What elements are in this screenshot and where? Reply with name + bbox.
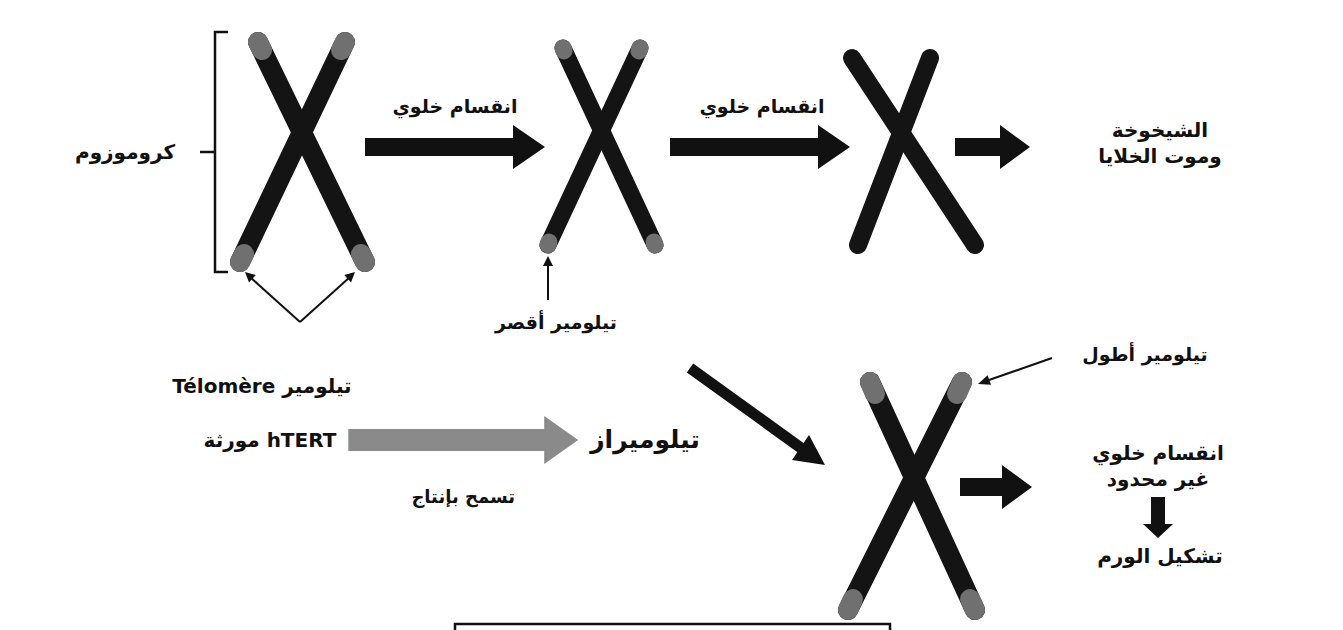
label-box: تيلومير أطول (1082, 342, 1207, 367)
arrow-head (344, 272, 355, 282)
telomere (240, 254, 244, 262)
chromosome (548, 48, 655, 245)
arrow-head (543, 256, 553, 266)
block-arrow (960, 465, 1032, 509)
telomere (361, 254, 365, 262)
telomere (341, 42, 345, 50)
telomere (848, 599, 853, 610)
label-box: كروموزوم (75, 139, 175, 165)
arrow-head (792, 435, 825, 465)
label-box: انقسام خلوي (699, 94, 824, 119)
chromatid (563, 48, 655, 245)
block-arrow (670, 125, 850, 169)
arrow-head (245, 272, 256, 282)
leader-line (547, 264, 549, 300)
label-box: Télomère تيلومير (172, 373, 351, 399)
telomere (870, 382, 875, 394)
diagonal-arrow (690, 368, 801, 448)
bracket (200, 32, 228, 272)
label-box: تيلومير أقصر (495, 310, 617, 335)
text-node: الشيخوخة وموت الخلايا (1085, 117, 1235, 169)
block-arrow (955, 125, 1030, 169)
telomere (639, 48, 640, 51)
text-node: انقسام خلوي غير محدود (1083, 440, 1233, 492)
part-label: Télomère تيلومير (172, 373, 351, 399)
block-arrow (348, 416, 578, 464)
telomere (654, 242, 655, 245)
leader-line (300, 277, 350, 322)
block-arrow (365, 125, 545, 169)
edge-label-box: تسمح بإنتاج (408, 485, 518, 508)
part-label: تيلومير أقصر (495, 310, 617, 335)
outcome-text: تشكيل الورم (1097, 543, 1223, 569)
leader-line (250, 277, 300, 322)
process-label: انقسام خلوي (392, 94, 517, 119)
part-label: كروموزوم (75, 139, 175, 165)
telomere (548, 242, 549, 245)
chromatid (870, 382, 975, 610)
chromatid (848, 382, 962, 610)
gene-text: مورثة hTERT (204, 427, 337, 453)
caption-frame (455, 624, 890, 630)
process-label: انقسام خلوي (699, 94, 824, 119)
outcome-text: انقسام خلوي غير محدود (1083, 440, 1233, 492)
arrow-head (978, 375, 991, 384)
block-arrow (1143, 497, 1173, 538)
chromosome (240, 42, 365, 262)
chromatid (548, 48, 640, 245)
text-node: تشكيل الورم (1097, 543, 1223, 569)
part-label: تيلومير أطول (1082, 342, 1207, 367)
telomere (258, 42, 262, 50)
telomere (563, 48, 564, 51)
outcome-text: الشيخوخة وموت الخلايا (1085, 117, 1235, 169)
chromatid (858, 58, 930, 245)
telomere (970, 599, 975, 610)
text-node: تيلوميراز (590, 424, 700, 457)
enzyme-text: تيلوميراز (590, 424, 700, 457)
label-box: انقسام خلوي (392, 94, 517, 119)
telomere (957, 382, 962, 394)
chromatid (240, 42, 345, 262)
text-node: مورثة hTERT (204, 427, 337, 453)
chromosome (848, 382, 975, 610)
leader-line (989, 358, 1052, 380)
edge-label: تسمح بإنتاج (411, 485, 515, 508)
chromatid (258, 42, 365, 262)
